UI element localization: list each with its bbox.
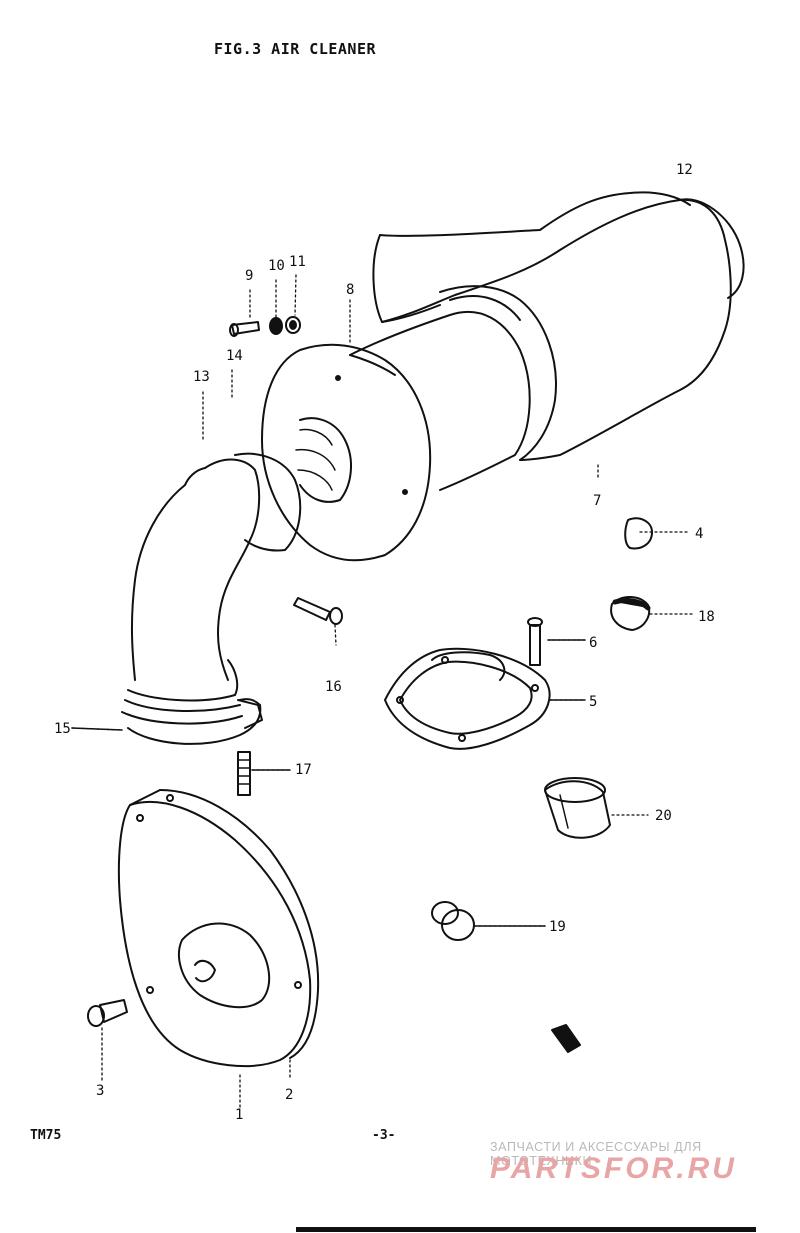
plug-19 <box>431 901 475 941</box>
label-part-8: 8 <box>346 282 355 298</box>
label-part-16: 16 <box>325 679 342 695</box>
watermark-logo: PARTSFOR.RU <box>490 1152 737 1185</box>
bolt-6 <box>527 617 543 666</box>
element-housing <box>349 310 531 491</box>
cover-plate-5 <box>384 647 551 750</box>
label-part-5: 5 <box>589 694 598 710</box>
leader-lines <box>71 274 696 1111</box>
clip <box>551 1024 581 1053</box>
screw-9 <box>229 321 260 337</box>
label-part-1: 1 <box>235 1107 244 1123</box>
screw-3 <box>87 999 128 1027</box>
label-part-4: 4 <box>695 526 704 542</box>
watermark-tagline: ЗАПЧАСТИ И АКСЕССУАРЫ ДЛЯ МОТОТЕХНИКИ <box>490 1140 702 1168</box>
label-part-19: 19 <box>549 919 566 935</box>
air-cleaner-case <box>372 191 745 461</box>
housing-cover <box>117 789 320 1068</box>
label-part-13: 13 <box>193 369 210 385</box>
label-part-7: 7 <box>593 493 602 509</box>
cleaner-cap <box>261 343 432 562</box>
label-part-3: 3 <box>96 1083 105 1099</box>
label-part-12: 12 <box>676 162 693 178</box>
label-part-17: 17 <box>295 762 312 778</box>
page-number: -3- <box>372 1128 396 1143</box>
label-part-10: 10 <box>268 258 285 274</box>
cap-4 <box>624 517 653 550</box>
label-part-11: 11 <box>289 254 306 270</box>
label-part-6: 6 <box>589 635 598 651</box>
label-part-14: 14 <box>226 348 243 364</box>
sleeve-20 <box>544 777 611 839</box>
title: FIG.3 AIR CLEANER <box>214 40 377 58</box>
model-code: TM75 <box>30 1128 62 1143</box>
bolt-16 <box>293 597 343 625</box>
label-part-18: 18 <box>698 609 715 625</box>
plug-18 <box>610 596 651 631</box>
stud-17 <box>237 751 251 796</box>
scan-edge-line <box>296 1227 756 1232</box>
label-part-9: 9 <box>245 268 254 284</box>
label-part-15: 15 <box>54 721 71 737</box>
washer-10 <box>269 317 283 335</box>
label-part-20: 20 <box>655 808 672 824</box>
nut-11 <box>285 316 301 334</box>
intake-pipe <box>121 452 302 745</box>
label-part-2: 2 <box>285 1087 294 1103</box>
